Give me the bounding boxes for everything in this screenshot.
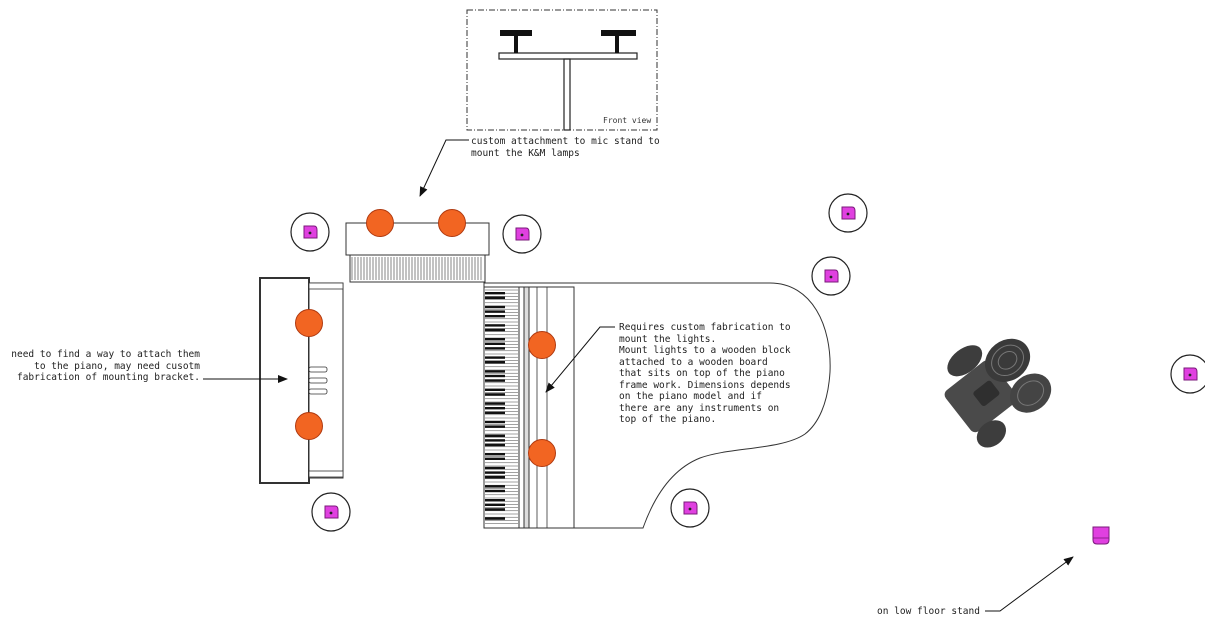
piano-black-key (485, 476, 505, 479)
lamp-group (295, 209, 556, 467)
piano-black-key (485, 370, 505, 373)
arrow-grand-piano (545, 326, 615, 393)
piano-black-key (485, 393, 505, 396)
piano-black-key (485, 434, 505, 437)
orange-lamp-icon (295, 412, 323, 440)
drum-kit-icon (944, 338, 1052, 448)
grand-piano (483, 282, 831, 529)
piano-black-key (485, 338, 505, 341)
orange-lamp-icon (528, 439, 556, 467)
right-lamp-head (601, 30, 636, 36)
piano-black-key (485, 292, 505, 295)
left-lamp-head (500, 30, 532, 36)
magenta-fixture-icon (828, 193, 868, 233)
piano-black-key (485, 503, 505, 506)
piano-black-key (485, 407, 505, 410)
grand-piano-board (528, 286, 575, 529)
mic-stand-note: custom attachment to mic stand to mount … (471, 136, 660, 159)
piano-black-key (485, 411, 505, 414)
upright-piano-left-body (259, 277, 310, 484)
front-view-label: Front view (603, 116, 652, 125)
piano-black-key (485, 342, 505, 345)
upright-piano-top-keys (351, 257, 482, 280)
piano-black-key (485, 499, 505, 502)
magenta-fixture-icon (811, 256, 851, 296)
front-view-inset (466, 9, 658, 131)
piano-black-key (485, 443, 505, 447)
upright-piano-top (345, 222, 490, 283)
piano-black-key (485, 471, 505, 474)
magenta-fixture-icon (311, 492, 351, 532)
piano-black-key (485, 508, 505, 511)
stand-crossbar (498, 52, 638, 60)
stand-pole (563, 58, 571, 131)
floor-stand-note: on low floor stand (877, 606, 980, 617)
orange-lamp-icon (295, 309, 323, 337)
piano-black-key (485, 489, 505, 493)
left-lamp-post (514, 36, 518, 53)
upright-piano-top-keybed (349, 254, 486, 283)
upright-piano-left-pedals (308, 282, 344, 478)
arrow-group (203, 139, 1074, 612)
piano-black-key (485, 402, 505, 405)
magenta-fixture-icon (502, 214, 542, 254)
fixture-group (290, 193, 1205, 545)
piano-black-key (485, 315, 505, 318)
front-view-frame (466, 9, 658, 131)
piano-black-key (485, 379, 505, 382)
orange-lamp-icon (366, 209, 394, 237)
piano-black-key (485, 324, 505, 327)
grand-piano-keys (485, 289, 518, 524)
piano-black-key (485, 328, 505, 332)
grand-piano-rail-1 (518, 286, 525, 529)
piano-black-key (485, 356, 505, 359)
piano-black-key (485, 420, 505, 424)
piano-black-key (485, 466, 505, 470)
magenta-fixture-icon (670, 488, 710, 528)
orange-lamp-icon (438, 209, 466, 237)
arrow-mic-stand (419, 139, 469, 197)
piano-black-key (485, 457, 505, 460)
piano-black-key (485, 425, 505, 428)
magenta-fixture-icon (1170, 354, 1205, 394)
piano-black-key (485, 439, 505, 442)
piano-black-key (485, 453, 505, 456)
magenta-fixture-icon (290, 212, 330, 252)
grand-piano-rail-2 (523, 286, 530, 529)
arrow-floor-stand (985, 556, 1074, 612)
piano-black-key (485, 347, 505, 350)
piano-black-key (485, 374, 505, 378)
piano-black-key (485, 485, 505, 488)
left-piano-note: need to find a way to attach them to the… (11, 349, 200, 383)
piano-black-key (485, 388, 505, 391)
piano-black-key (485, 305, 505, 309)
upright-piano-left (259, 277, 344, 484)
piano-black-key (485, 361, 505, 364)
magenta-fixture-icon (1092, 526, 1110, 545)
piano-black-key (485, 296, 505, 299)
piano-black-key (485, 517, 505, 520)
grand-piano-note: Requires custom fabrication to mount the… (619, 322, 791, 425)
orange-lamp-icon (528, 331, 556, 359)
piano-black-key (485, 310, 505, 313)
right-lamp-post (615, 36, 619, 53)
